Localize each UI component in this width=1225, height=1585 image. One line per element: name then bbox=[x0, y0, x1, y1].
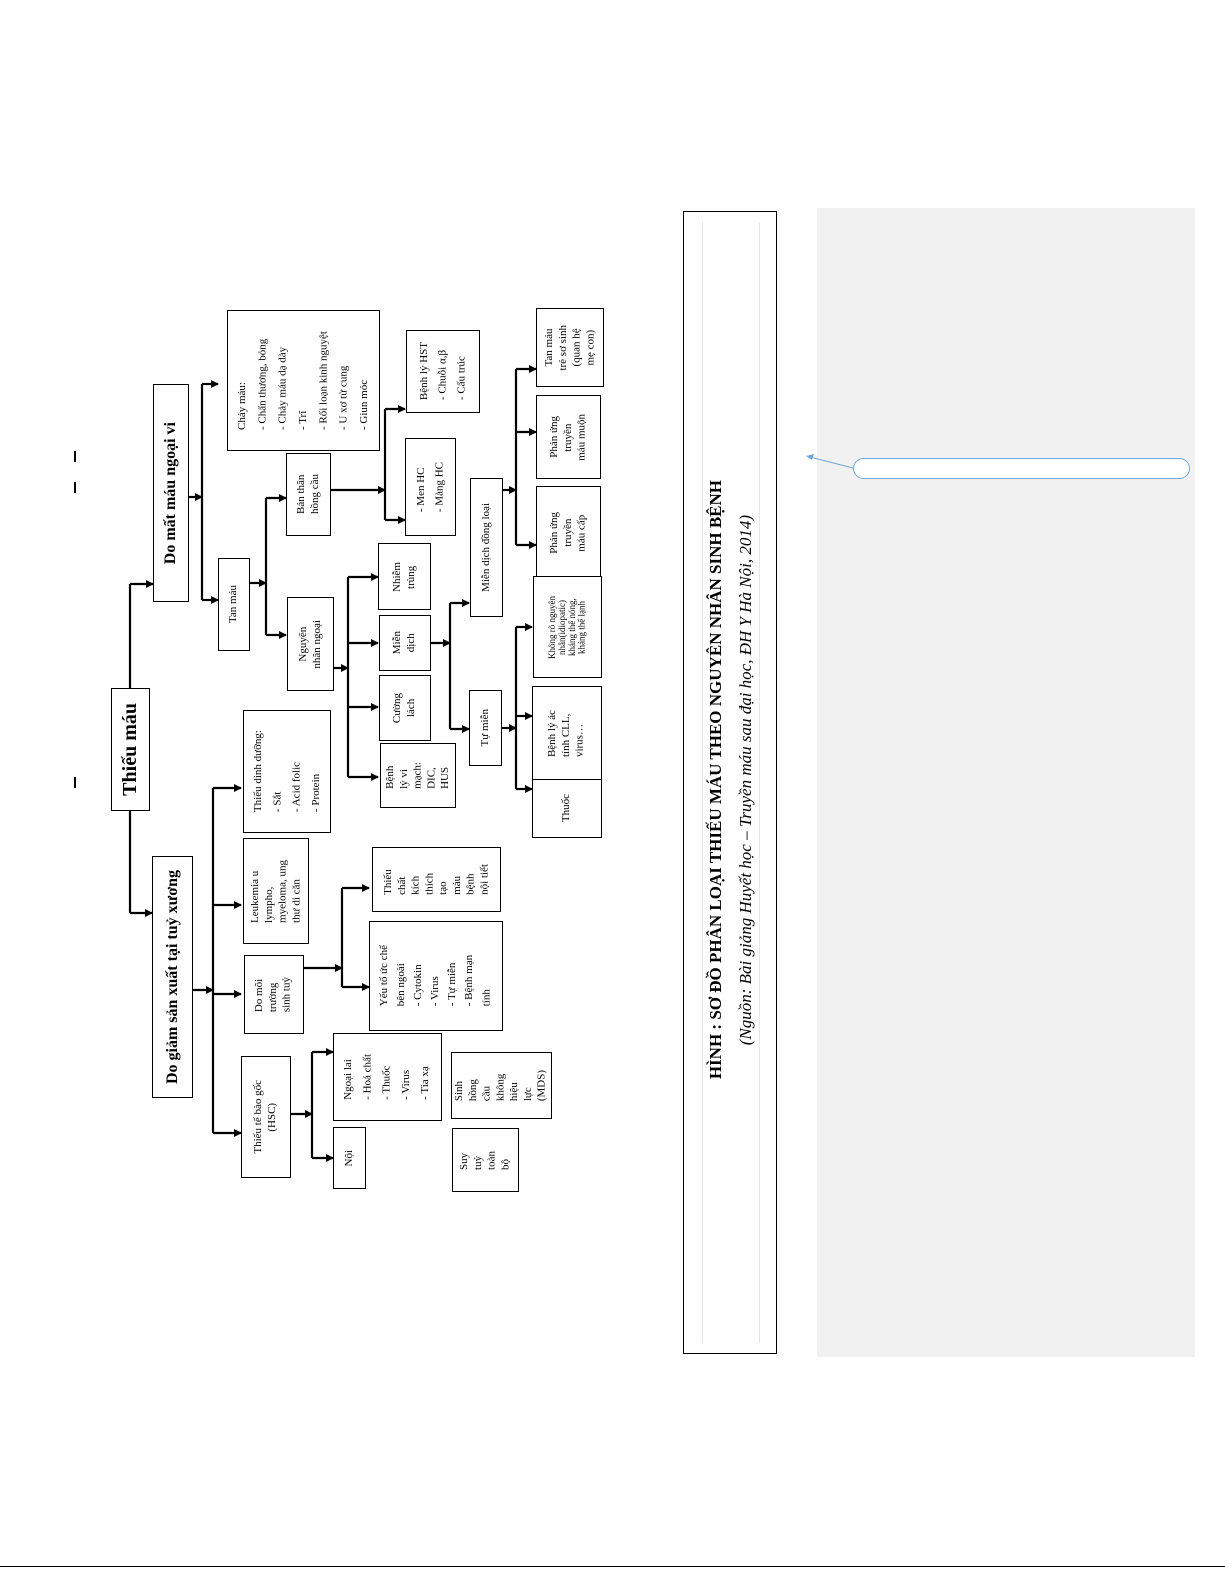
node-exogenous: Ngoại lai - Hoá chất - Thuốc - Virus - T… bbox=[333, 1033, 442, 1121]
node-blood-loss: Do mất máu ngoại vi bbox=[153, 384, 189, 602]
node-idiopathic: Không rõ nguyên nhân(idiopatic) kháng th… bbox=[533, 576, 602, 678]
node-drug: Thuốc bbox=[532, 779, 602, 838]
node-leukemia: Leukemia u lympho, myeloma, ung thư di c… bbox=[243, 838, 309, 944]
node-infection: Nhiễm trùng bbox=[378, 543, 431, 610]
node-inhibitors: Yếu tố ức chế bên ngoài - Cytokin - Viru… bbox=[369, 921, 503, 1031]
text-cursor-mark bbox=[74, 777, 76, 788]
node-malignant: Bệnh lý ác tính CLL, virus… bbox=[532, 686, 602, 781]
text-cursor-mark bbox=[74, 451, 76, 462]
node-hemoglobinopathy: Bệnh lý HST - Chuỗi α,β - Cấu trúc bbox=[406, 330, 480, 413]
node-microvascular: Bệnh lý vi mạch: DIC, HUS bbox=[380, 743, 456, 808]
node-anemia: Thiếu máu bbox=[111, 688, 150, 811]
node-nutrition: Thiếu dinh dưỡng: - Sắt - Acid folic - P… bbox=[243, 710, 331, 833]
node-external-cause: Nguyên nhân ngoại bbox=[287, 597, 334, 691]
node-stem-cell: Thiếu tế bào gốc (HSC) bbox=[241, 1056, 291, 1178]
comments-pane bbox=[817, 208, 1195, 1357]
node-marrow-environment: Do môi trường sinh tuỷ bbox=[244, 955, 304, 1034]
node-bleeding: Chảy máu: - Chấn thương, bỏng - Chảy máu… bbox=[227, 310, 380, 451]
node-alloimmune: Miễn dịch đồng loại bbox=[470, 478, 503, 617]
node-immune: Miễn dịch bbox=[379, 615, 431, 671]
node-enzyme-membrane: - Men HC - Màng HC bbox=[405, 438, 456, 536]
node-endogenous: Nội bbox=[333, 1127, 366, 1189]
node-newborn-hemolysis: Tan máu trẻ sơ sinh (quan hệ mẹ con) bbox=[536, 308, 604, 387]
figure-caption-frame bbox=[683, 211, 777, 1354]
comment-bubble[interactable] bbox=[853, 458, 1190, 479]
node-rbc-intrinsic: Bản thân hồng cầu bbox=[286, 453, 331, 536]
text-cursor-mark bbox=[74, 482, 76, 493]
node-hypersplenism: Cường lách bbox=[379, 675, 431, 741]
node-delayed-transfusion: Phản ứng truyền máu muộn bbox=[536, 395, 601, 479]
node-reduced-production: Do giảm sản xuất tại tuỷ xương bbox=[152, 856, 193, 1098]
node-acute-transfusion: Phản ứng truyền máu cấp bbox=[536, 486, 601, 579]
page-edge bbox=[0, 1566, 1225, 1567]
node-stimulus-deficiency: Thiếu chất kích thích tạo máu bệnh nội t… bbox=[372, 847, 501, 912]
node-hemolysis: Tan máu bbox=[218, 558, 250, 651]
node-autoimmune: Tự miễn bbox=[469, 690, 502, 766]
node-mds: Sinh hồng cầu không hiệu lực (MDS) bbox=[451, 1052, 552, 1119]
node-aplasia: Suy tuỷ toàn bộ bbox=[452, 1128, 519, 1192]
